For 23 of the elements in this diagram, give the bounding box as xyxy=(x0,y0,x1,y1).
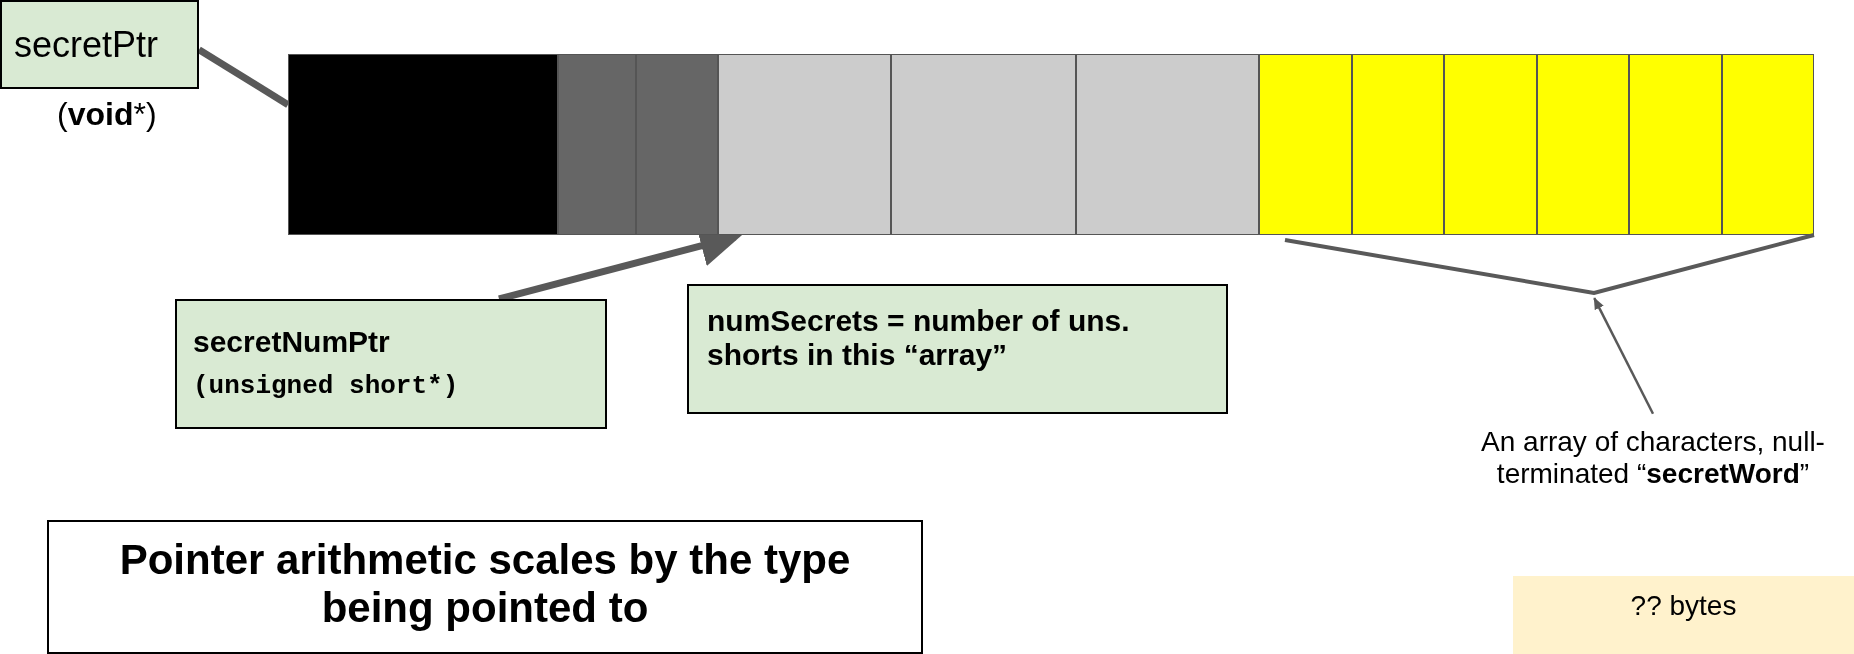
memory-cell xyxy=(1629,54,1722,235)
caption-text: An array of characters, null-terminated “secretWord” xyxy=(1478,426,1828,548)
label-box: secretPtr xyxy=(0,0,199,89)
variable-name: secretNumPtr xyxy=(193,325,390,359)
memory-cell xyxy=(1444,54,1537,235)
memory-cell xyxy=(636,54,718,235)
memory-cell xyxy=(1536,54,1629,235)
type-name: (unsigned short*) xyxy=(193,371,459,401)
bracket xyxy=(1283,233,1816,295)
memory-cell xyxy=(718,54,891,235)
note-box: Pointer arithmetic scales by the type being pointed to xyxy=(47,520,923,654)
memory-cell xyxy=(891,54,1076,235)
label-box: ?? bytes xyxy=(1513,576,1854,654)
memory-cell xyxy=(1721,54,1814,235)
memory-cell xyxy=(1259,54,1352,235)
type-label: (void*) xyxy=(57,96,157,133)
memory-block xyxy=(288,54,558,235)
memory-cell xyxy=(558,54,636,235)
arrow xyxy=(1593,297,1655,415)
memory-cell xyxy=(1351,54,1444,235)
memory-cell xyxy=(1076,54,1259,235)
label-box: numSecrets = number of uns. shorts in this “array” xyxy=(687,284,1228,414)
label-box xyxy=(175,299,607,429)
